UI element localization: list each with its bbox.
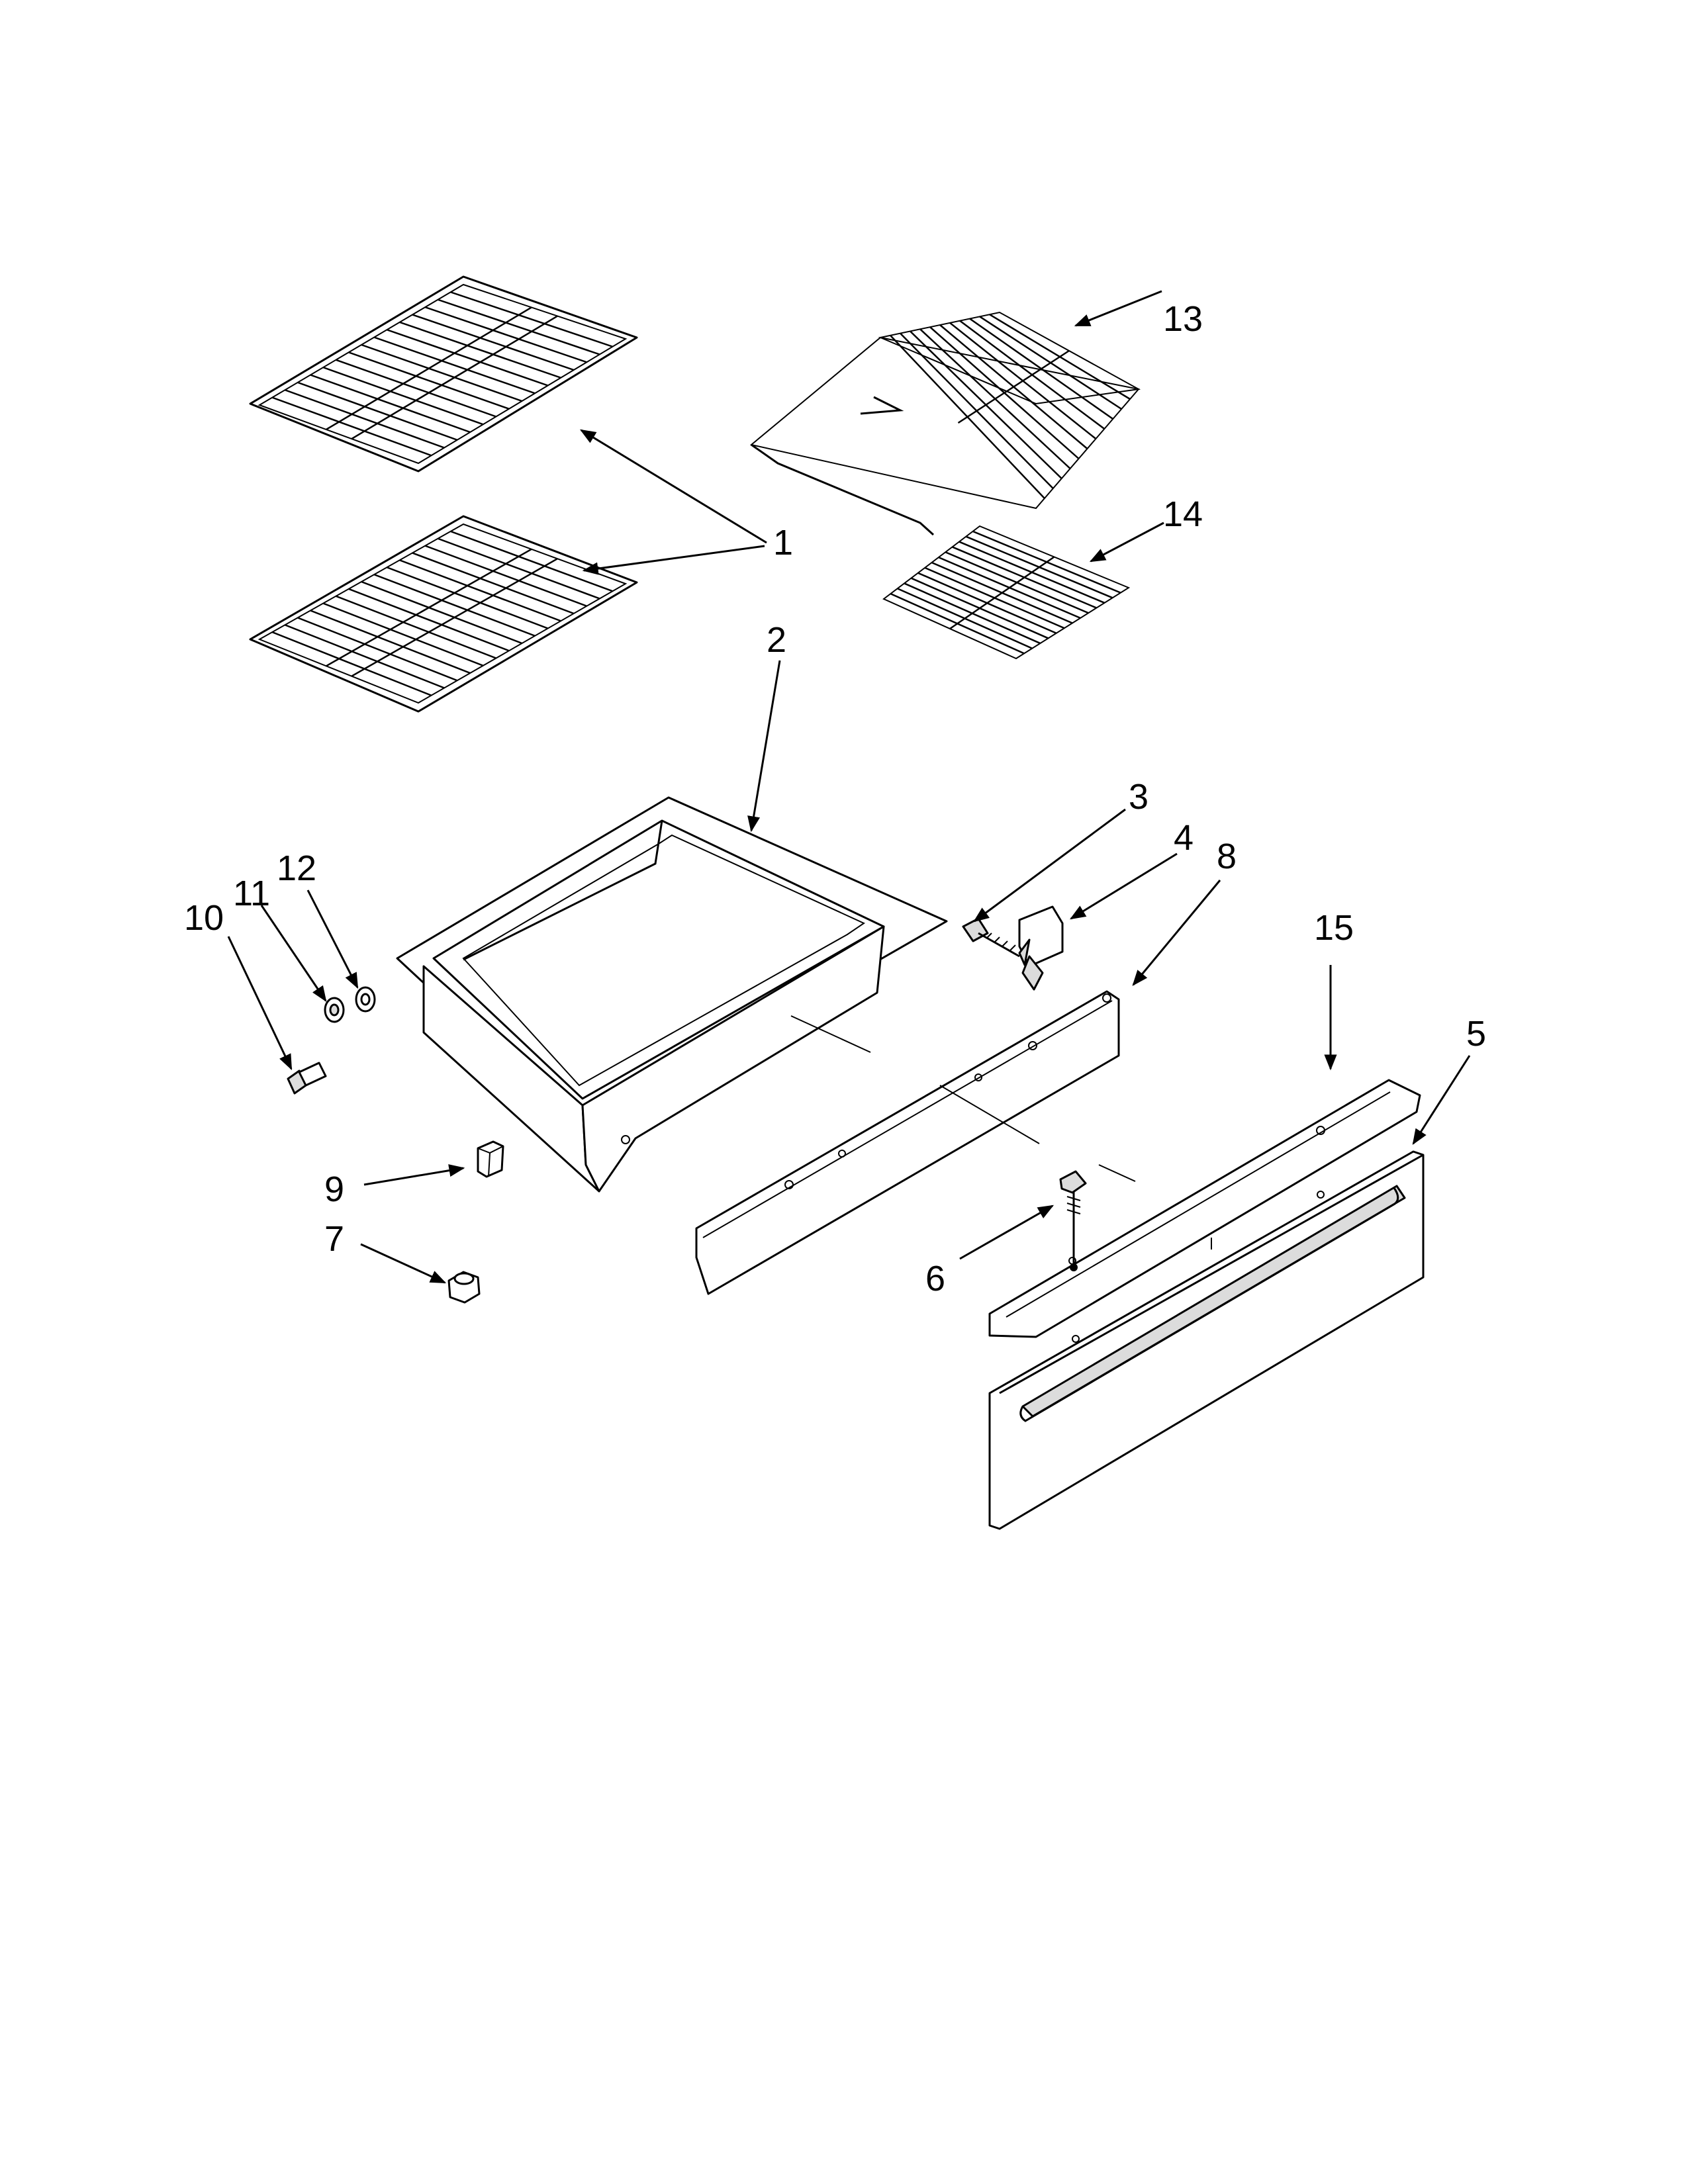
callout-1: 1 — [773, 523, 793, 563]
callout-4: 4 — [1174, 818, 1194, 858]
roller-part-11 — [324, 997, 345, 1023]
oven-rack-upper — [249, 275, 638, 473]
half-oven-rack — [882, 525, 1131, 660]
nut-part-7 — [447, 1271, 481, 1304]
screw-part-6 — [1059, 1170, 1087, 1271]
callout-3: 3 — [1129, 777, 1149, 817]
drawer-front-panel — [988, 1150, 1425, 1530]
callout-10: 10 — [184, 898, 224, 938]
callout-8: 8 — [1217, 837, 1237, 876]
callout-7: 7 — [324, 1219, 344, 1259]
callout-6: 6 — [925, 1259, 945, 1298]
screw-part-10 — [287, 1062, 327, 1095]
callout-labels: 1 2 3 4 5 6 7 8 9 10 11 12 13 14 15 — [184, 299, 1486, 1298]
bushing-part-12 — [355, 986, 376, 1013]
split-oven-rack — [749, 311, 1141, 536]
drawer-front-bracket — [988, 1079, 1421, 1338]
assembly-centerline — [790, 1015, 1136, 1182]
callout-15: 15 — [1314, 908, 1354, 948]
drawer-slide-rail — [695, 990, 1120, 1295]
oven-rack-lower — [249, 515, 638, 713]
callout-12: 12 — [277, 848, 316, 888]
drawer-pan — [396, 796, 948, 1193]
callout-9: 9 — [324, 1169, 344, 1209]
callout-11: 11 — [233, 874, 270, 913]
callout-2: 2 — [767, 620, 786, 660]
callout-14: 14 — [1163, 494, 1203, 534]
callout-5: 5 — [1466, 1014, 1486, 1054]
leader-lines — [227, 290, 1471, 1284]
callout-13: 13 — [1163, 299, 1203, 339]
clip-part-4 — [1018, 905, 1064, 991]
bumper-part-9 — [477, 1140, 504, 1178]
screw-part-3 — [962, 917, 1020, 958]
